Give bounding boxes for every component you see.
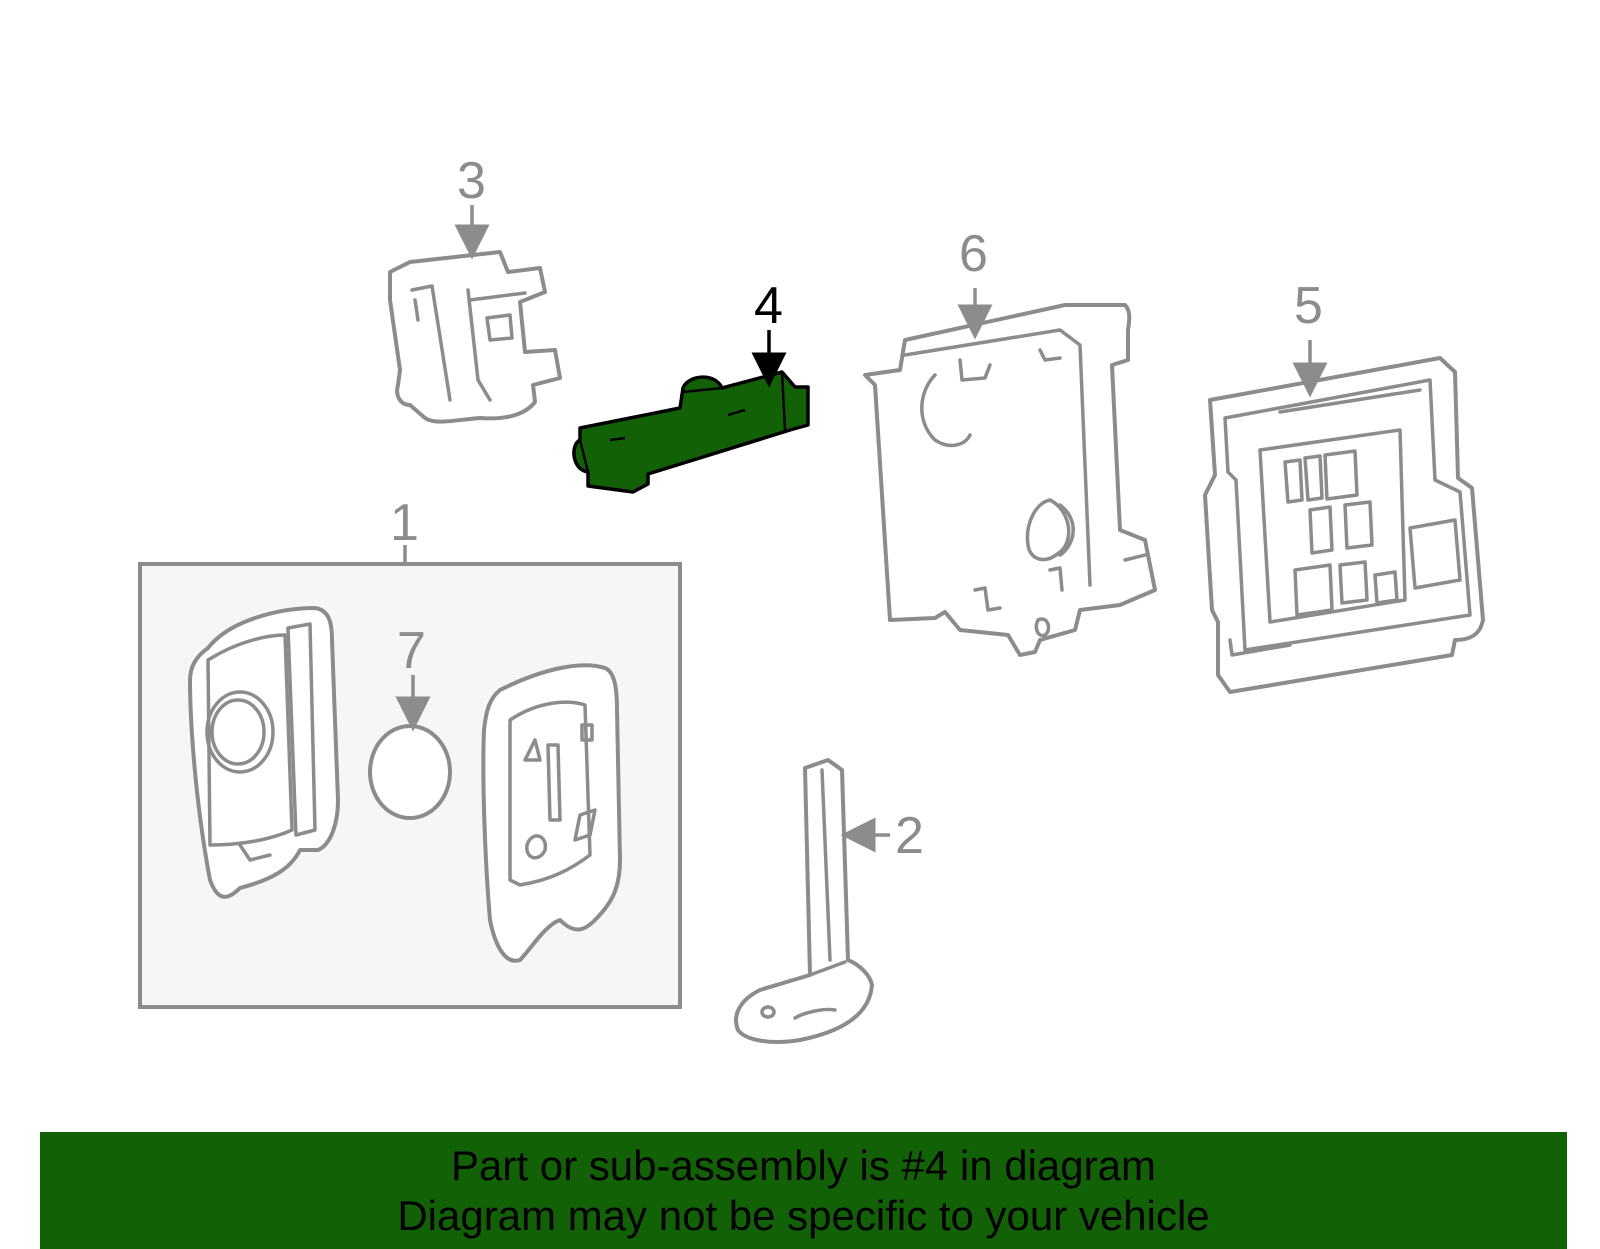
battery-part-7	[368, 724, 452, 820]
callout-5: 5	[1294, 277, 1323, 335]
bracket-part-3	[388, 250, 562, 424]
callout-2: 2	[895, 807, 924, 865]
callout-6: 6	[959, 225, 988, 283]
callout-3: 3	[457, 152, 486, 210]
module-part-4-highlighted	[572, 370, 810, 494]
plate-part-6	[863, 303, 1157, 657]
control-module-part-5	[1203, 356, 1485, 694]
key-fob-front	[188, 606, 340, 899]
info-banner: Part or sub-assembly is #4 in diagram Di…	[40, 1132, 1567, 1249]
key-fob-back	[481, 663, 622, 963]
key-blade-part-2	[734, 758, 874, 1044]
banner-line-2: Diagram may not be specific to your vehi…	[397, 1191, 1210, 1239]
banner-line-1: Part or sub-assembly is #4 in diagram	[451, 1141, 1156, 1189]
callout-1: 1	[390, 494, 419, 552]
callout-4[interactable]: 4	[754, 277, 783, 335]
callout-7: 7	[397, 622, 426, 680]
